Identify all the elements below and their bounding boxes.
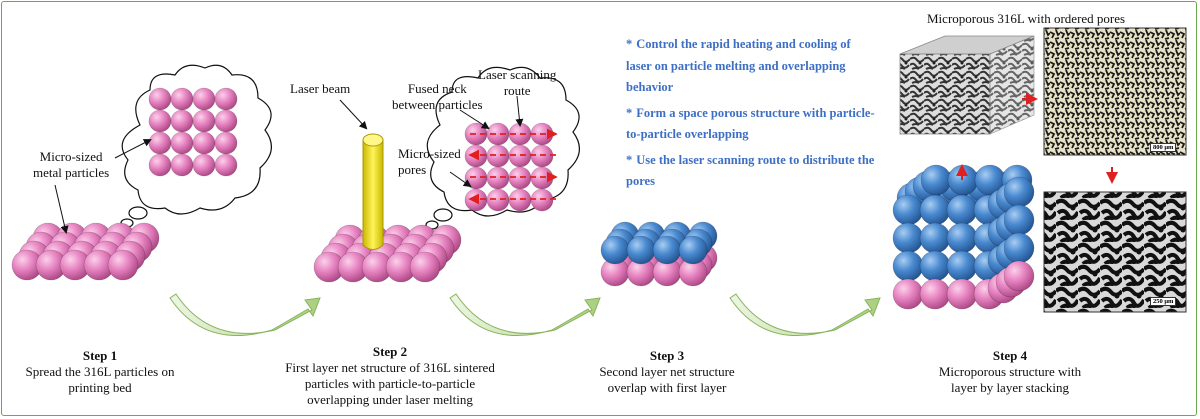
step-4-desc: Microporous structure with layer by laye… bbox=[938, 364, 1082, 395]
particle bbox=[486, 188, 510, 212]
micrograph-top bbox=[1043, 27, 1187, 156]
laser-scan-arrows bbox=[468, 128, 558, 205]
particle bbox=[464, 188, 488, 212]
particle bbox=[600, 235, 630, 265]
pointer-lines bbox=[54, 95, 524, 234]
particle-grid-step1 bbox=[148, 87, 238, 177]
particle bbox=[486, 166, 510, 190]
particle bbox=[652, 235, 682, 265]
particle bbox=[464, 166, 488, 190]
red-arrows bbox=[956, 93, 1118, 184]
particle-cube-step4 bbox=[892, 164, 1035, 310]
laser-beam bbox=[362, 133, 384, 250]
particle bbox=[148, 109, 172, 133]
label-laser-beam: Laser beam bbox=[290, 81, 351, 96]
bullet-item-2: *Form a space porous structure with part… bbox=[626, 105, 875, 142]
step-1-desc: Spread the 316L particles on printing be… bbox=[25, 364, 175, 395]
particle-bed-step1 bbox=[11, 222, 160, 281]
step-2-desc: First layer net structure of 316L sinter… bbox=[285, 360, 495, 407]
particle bbox=[892, 194, 924, 226]
particle bbox=[464, 144, 488, 168]
scale-bar-bottom: 250 μm bbox=[1150, 297, 1177, 306]
particle bbox=[170, 109, 194, 133]
curved-arrow-2 bbox=[449, 293, 601, 336]
curved-arrow-1 bbox=[169, 293, 321, 336]
curved-arrows bbox=[169, 293, 881, 336]
particle bbox=[1003, 232, 1035, 264]
step-3: Step 3 Second layer net structure overla… bbox=[582, 348, 752, 396]
particle bbox=[919, 222, 951, 254]
particle-bed-step2 bbox=[313, 224, 462, 283]
micro-title: Microporous 316L with ordered pores bbox=[927, 11, 1126, 26]
step-3-title: Step 3 bbox=[649, 348, 685, 363]
particle bbox=[508, 144, 532, 168]
particle bbox=[148, 153, 172, 177]
step-3-desc: Second layer net structure overlap with … bbox=[599, 364, 735, 395]
label-micro-sized-particles: Micro-sized metal particles bbox=[33, 149, 110, 180]
particle bbox=[530, 188, 554, 212]
particle bbox=[170, 131, 194, 155]
particle bbox=[678, 235, 708, 265]
label-micro-pores: Micro-sized pores bbox=[398, 146, 461, 177]
particle bbox=[946, 194, 978, 226]
curved-arrow-3 bbox=[729, 293, 881, 336]
particle bbox=[892, 250, 924, 282]
particle bbox=[409, 251, 441, 283]
particle bbox=[892, 222, 924, 254]
particle bbox=[946, 222, 978, 254]
particle bbox=[946, 278, 978, 310]
particle bbox=[530, 166, 554, 190]
particle bbox=[1003, 176, 1035, 208]
particle bbox=[508, 166, 532, 190]
particle bbox=[170, 153, 194, 177]
label-fused-neck: Fused neck between particles bbox=[392, 81, 483, 112]
particle bbox=[214, 131, 238, 155]
particle bbox=[192, 87, 216, 111]
step-2-title: Step 2 bbox=[372, 344, 408, 359]
step-4: Step 4 Microporous structure with layer … bbox=[925, 348, 1095, 396]
particle bbox=[170, 87, 194, 111]
particle bbox=[192, 131, 216, 155]
particle bbox=[214, 87, 238, 111]
micrograph-bottom bbox=[1043, 191, 1187, 313]
scale-bar-top: 800 μm bbox=[1150, 143, 1177, 152]
particle bbox=[148, 131, 172, 155]
particle bbox=[892, 278, 924, 310]
step-4-title: Step 4 bbox=[992, 348, 1028, 363]
particle bbox=[1003, 204, 1035, 236]
bullet-list: *Control the rapid heating and cooling o… bbox=[626, 34, 876, 193]
micro-cube bbox=[899, 35, 1035, 135]
label-laser-route: Laser scanning route bbox=[478, 67, 557, 98]
particle bbox=[626, 235, 656, 265]
bullet-item-3: *Use the laser scanning route to distrib… bbox=[626, 152, 875, 189]
particle-layers-step3 bbox=[600, 221, 718, 287]
particle bbox=[148, 87, 172, 111]
bullet-item-1: *Control the rapid heating and cooling o… bbox=[626, 37, 851, 94]
particle bbox=[508, 188, 532, 212]
particle bbox=[214, 153, 238, 177]
particle bbox=[486, 144, 510, 168]
particle bbox=[919, 250, 951, 282]
particle bbox=[530, 144, 554, 168]
particle bbox=[919, 194, 951, 226]
particle bbox=[1003, 260, 1035, 292]
step-1-title: Step 1 bbox=[82, 348, 118, 363]
particle bbox=[214, 109, 238, 133]
particle bbox=[920, 164, 952, 196]
step-1: Step 1 Spread the 316L particles on prin… bbox=[10, 348, 190, 396]
particle bbox=[919, 278, 951, 310]
particle bbox=[192, 109, 216, 133]
step-2: Step 2 First layer net structure of 316L… bbox=[285, 344, 495, 408]
particle bbox=[946, 250, 978, 282]
particle bbox=[107, 249, 139, 281]
particle bbox=[192, 153, 216, 177]
